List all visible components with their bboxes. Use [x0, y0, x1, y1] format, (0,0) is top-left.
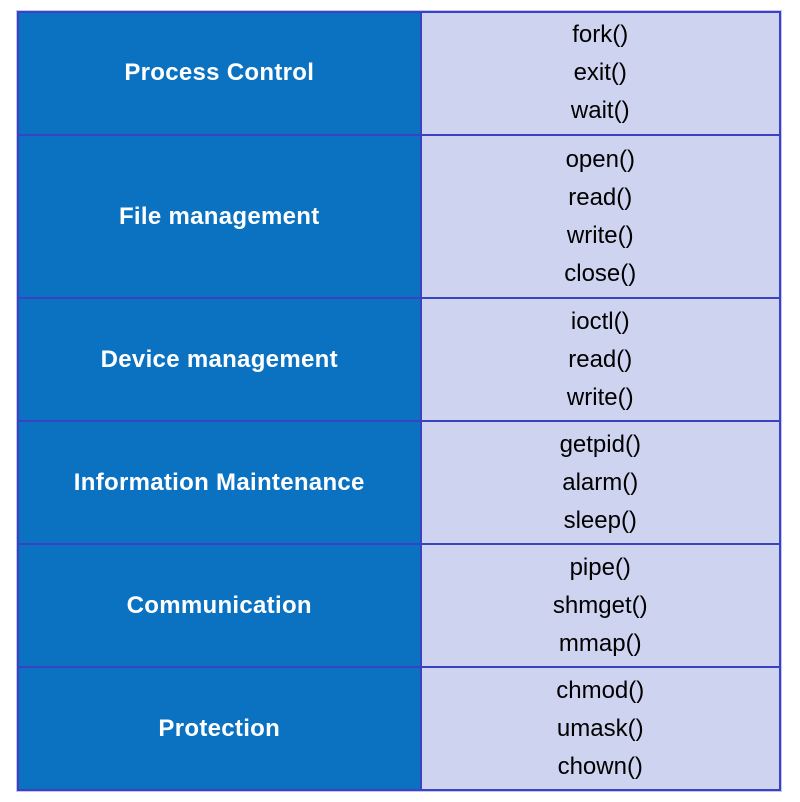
syscall-line: wait(): [570, 97, 630, 125]
table-row: File management open() read() write() close…: [19, 133, 779, 298]
syscall-line: ioctl(): [570, 307, 630, 335]
syscall-line: open(): [565, 145, 635, 173]
table-row: Information Maintenance getpid() alarm() s…: [19, 420, 779, 544]
category-cell: Protection: [19, 668, 420, 790]
table-row: Device management ioctl() read() write(): [19, 297, 779, 421]
syscall-line: read(): [568, 345, 633, 373]
syscall-line: chmod(): [556, 676, 645, 704]
table-row: Communication pipe() shmget() mmap(): [19, 543, 779, 667]
syscall-line: mmap(): [558, 629, 642, 657]
syscall-line: write(): [566, 383, 634, 411]
category-cell: File management: [19, 135, 420, 298]
syscall-line: chown(): [557, 752, 643, 780]
syscalls-cell: ioctl() read() write(): [419, 299, 779, 421]
syscalls-cell: fork() exit() wait(): [419, 13, 779, 134]
system-calls-table: Process Control fork() exit() wait() File …: [17, 11, 781, 791]
syscall-line: read(): [568, 183, 633, 211]
category-cell: Process Control: [19, 13, 420, 134]
syscall-line: close(): [564, 259, 637, 287]
table-row: Protection chmod() umask() chown(): [19, 666, 779, 790]
syscall-line: write(): [566, 221, 634, 249]
category-cell: Information Maintenance: [19, 422, 420, 544]
syscalls-cell: chmod() umask() chown(): [419, 668, 779, 790]
table-row: Process Control fork() exit() wait(): [19, 13, 779, 134]
syscalls-cell: getpid() alarm() sleep(): [419, 422, 779, 544]
syscall-line: alarm(): [562, 468, 639, 496]
syscall-line: pipe(): [569, 553, 631, 581]
syscall-line: shmget(): [552, 591, 648, 619]
syscalls-cell: open() read() write() close(): [419, 135, 779, 298]
syscall-line: sleep(): [563, 506, 637, 534]
category-cell: Communication: [19, 545, 420, 667]
syscall-line: exit(): [573, 59, 627, 87]
syscall-line: fork(): [572, 21, 629, 49]
syscalls-cell: pipe() shmget() mmap(): [419, 545, 779, 667]
category-cell: Device management: [19, 299, 420, 421]
syscall-line: umask(): [556, 714, 644, 742]
syscall-line: getpid(): [559, 430, 641, 458]
